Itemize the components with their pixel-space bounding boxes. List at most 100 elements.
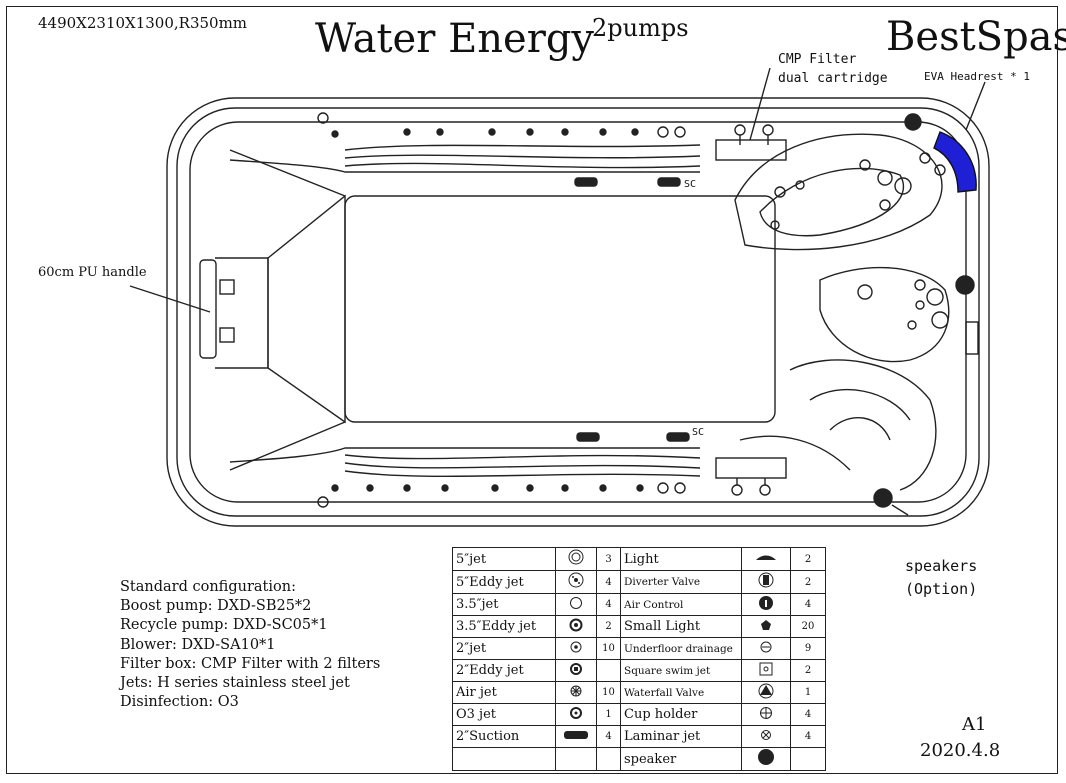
legend-count: 9 (790, 637, 826, 660)
config-recycle-pump: Recycle pump: DXD-SC05*1 (120, 617, 328, 634)
swim-wall-bottom (229, 447, 700, 463)
diverter-valves (731, 124, 774, 496)
drawing-date: 2020.4.8 (920, 740, 1001, 761)
config-disinfection: Disinfection: O3 (120, 694, 239, 711)
eddy-large-icon (555, 570, 597, 594)
small-lights-top (331, 128, 639, 138)
legend-count (790, 747, 826, 771)
square-jet-icon (741, 659, 791, 682)
speakers-option-label: (Option) (905, 580, 978, 598)
legend-name: 2″jet (452, 637, 556, 660)
cup-holders (317, 112, 329, 508)
cmp-filter-label: CMP Filter (778, 52, 857, 67)
eddy-medium-icon (555, 615, 597, 638)
config-heading: Standard configuration: (120, 579, 296, 595)
diverter-icon (741, 570, 791, 594)
speaker-icon (741, 747, 791, 771)
legend-name: Laminar jet (620, 725, 742, 748)
legend-name: Underfloor drainage (620, 637, 742, 660)
waterfall-valve-icon (741, 681, 791, 704)
legend-row: 2″jet 10 Underfloor drainage 9 (452, 637, 826, 660)
legend-name: Small Light (620, 615, 742, 638)
cmp-filter-sublabel: dual cartridge (778, 71, 888, 86)
suction-icon (555, 725, 597, 748)
legend-name: O3 jet (452, 703, 556, 726)
legend-name: speaker (620, 747, 742, 771)
config-jets: Jets: H series stainless steel jet (120, 675, 350, 692)
legend-name: 5″jet (452, 547, 556, 571)
cmp-filter-bottom (715, 457, 787, 479)
legend-name: Waterfall Valve (620, 681, 742, 704)
eva-headrest-label: EVA Headrest * 1 (924, 70, 1030, 83)
legend-name: 5″Eddy jet (452, 570, 556, 594)
spa-deck (189, 121, 967, 503)
sc-label-bottom: SC (692, 427, 705, 438)
legend-count: 2 (790, 547, 826, 571)
legend-count: 4 (596, 725, 621, 748)
air-control-icon (741, 593, 791, 616)
legend-count: 3 (596, 547, 621, 571)
legend-count: 4 (790, 703, 826, 726)
legend-count: 10 (596, 681, 621, 704)
legend-count: 4 (596, 570, 621, 594)
config-filter-box: Filter box: CMP Filter with 2 filters (120, 655, 381, 672)
legend-name: 3.5″jet (452, 593, 556, 616)
spa-outer-shell (166, 97, 990, 527)
legend-count: 4 (790, 725, 826, 748)
legend-row: 5″Eddy jet 4 Diverter Valve 2 (452, 570, 826, 594)
legend-row: 3.5″Eddy jet 2 Small Light 20 (452, 615, 826, 638)
legend-row: 5″jet 3 Light 2 (452, 547, 826, 571)
drain-icon (741, 637, 791, 660)
cup-holder-icon (741, 703, 791, 726)
drain-covers (657, 126, 686, 494)
legend-name (452, 747, 556, 771)
legend-count (596, 747, 621, 771)
legend-row: speaker (452, 747, 826, 771)
legend-count: 2 (790, 570, 826, 594)
light-icon (741, 547, 791, 571)
suction-grill (574, 177, 598, 187)
legend-name: Cup holder (620, 703, 742, 726)
swim-lane-floor (344, 195, 776, 423)
legend-row: Air jet 10 Waterfall Valve 1 (452, 681, 826, 704)
revision-label: A1 (962, 714, 987, 735)
config-blower: Blower: DXD-SA10*1 (120, 636, 276, 653)
swim-wall-top (229, 159, 700, 173)
component-legend-table: 5″jet 3 Light 2 5″Eddy jet 4 Diverter Va… (452, 547, 826, 771)
circle-icon (555, 593, 597, 616)
legend-name: Diverter Valve (620, 570, 742, 594)
legend-row: 2″Eddy jet Square swim jet 2 (452, 659, 826, 682)
legend-count: 4 (596, 593, 621, 616)
legend-count: 10 (596, 637, 621, 660)
empty-icon-cell (555, 747, 597, 771)
legend-count: 20 (790, 615, 826, 638)
legend-row: 2″Suction 4 Laminar jet 4 (452, 725, 826, 748)
legend-name: 3.5″Eddy jet (452, 615, 556, 638)
drawing-frame (6, 6, 1058, 774)
air-jet-icon (555, 681, 597, 704)
swim-end-wall (215, 257, 269, 369)
jet-cluster (770, 152, 949, 330)
pu-handle-label: 60cm PU handle (38, 265, 147, 280)
legend-count: 2 (596, 615, 621, 638)
corner-seat (819, 266, 950, 363)
legend-name: Air jet (452, 681, 556, 704)
legend-count: 4 (790, 593, 826, 616)
legend-name: 2″Suction (452, 725, 556, 748)
therapy-seat-arc-1 (789, 359, 937, 491)
legend-name: 2″Eddy jet (452, 659, 556, 682)
laminar-jet-icon (741, 725, 791, 748)
speakers-label: speakers (905, 557, 978, 575)
waterfall-valve (965, 321, 979, 355)
eddy-small-icon (555, 659, 597, 682)
legend-name: Air Control (620, 593, 742, 616)
legend-row: 3.5″jet 4 Air Control 4 (452, 593, 826, 616)
legend-count: 2 (790, 659, 826, 682)
lounge-seat (734, 133, 943, 251)
legend-name: Light (620, 547, 742, 571)
ring-icon (555, 547, 597, 571)
legend-count (596, 659, 621, 682)
pumps-label: 2pumps (592, 14, 689, 42)
eva-headrest (933, 131, 977, 193)
